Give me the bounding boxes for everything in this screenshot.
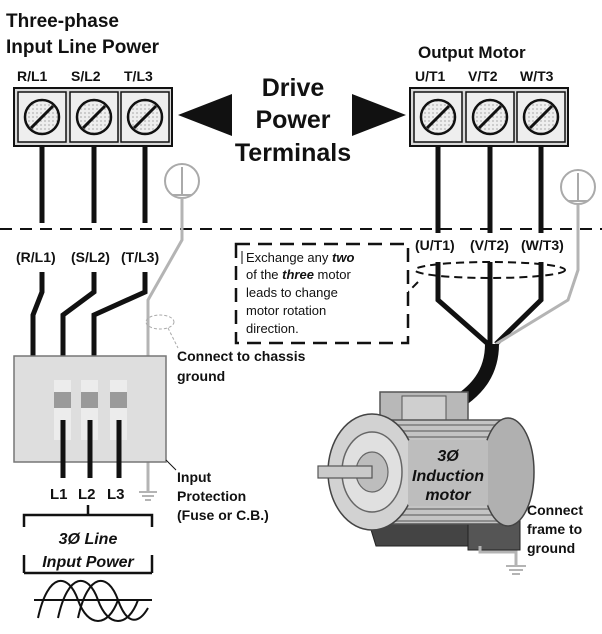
note-line5: direction. [246, 321, 299, 336]
chassis-ground-callout-ring [145, 314, 175, 330]
input-terminal-label-3: T/L3 [124, 68, 153, 84]
center-label-line3: Terminals [235, 139, 351, 167]
induction-motor [317, 391, 535, 551]
line-label-l2: L2 [78, 486, 96, 503]
rotation-note: Exchange any two of the three motor lead… [234, 242, 410, 345]
protection-leader [165, 459, 177, 471]
frame-ground-wire [478, 546, 518, 566]
note-line2: of the three motor [246, 267, 351, 282]
line-input-label-line2: Input Power [42, 554, 134, 571]
line-input-label-line1: 3Ø Line [59, 531, 118, 548]
line-label-l1: L1 [50, 486, 68, 503]
output-terminal-label-2: V/T2 [468, 68, 498, 84]
motor-label-line3: motor [425, 487, 471, 504]
chassis-ground-label-line2: ground [177, 368, 225, 384]
lead-swap-indicator [407, 261, 566, 293]
left-arrow-icon [178, 94, 232, 136]
output-ground-wire [495, 205, 580, 346]
line-label-l3: L3 [107, 486, 125, 503]
output-ground-icon [560, 169, 596, 205]
motor-label-line1: 3Ø [437, 448, 459, 465]
protection-label-line3: (Fuse or C.B.) [177, 507, 269, 523]
input-terminal-label-2: S/L2 [71, 68, 101, 84]
note-line1: Exchange any two [246, 250, 354, 265]
right-arrow-icon [352, 94, 406, 136]
center-label-line2: Power [255, 106, 330, 134]
output-terminal-block [409, 87, 569, 147]
output-wire-label-1: (U/T1) [415, 237, 455, 253]
note-line3: leads to change [246, 285, 338, 300]
chassis-ground-leader [167, 327, 179, 349]
output-wire-label-2: (V/T2) [470, 237, 509, 253]
protection-label-line1: Input [177, 469, 212, 485]
input-title-line1: Three-phase [6, 11, 119, 32]
protection-label-line2: Protection [177, 488, 246, 504]
line-input-bracket [22, 513, 154, 527]
frame-earth-icon [506, 565, 526, 575]
input-wire-label-1: (R/L1) [16, 249, 56, 265]
output-terminal-label-3: W/T3 [520, 68, 554, 84]
input-earth-icon [139, 491, 157, 501]
three-phase-sine-icon [34, 579, 152, 622]
output-title: Output Motor [418, 43, 526, 62]
input-wire-label-3: (T/L3) [121, 249, 159, 265]
input-terminal-label-1: R/L1 [17, 68, 48, 84]
frame-ground-label-line1: Connect [527, 502, 583, 518]
chassis-ground-label-line1: Connect to chassis [177, 348, 306, 364]
output-wires [435, 146, 544, 346]
frame-ground-label-line3: ground [527, 540, 575, 556]
output-wire-label-3: (W/T3) [521, 237, 564, 253]
frame-ground-label-line2: frame to [527, 521, 582, 537]
note-line4: motor rotation [246, 303, 326, 318]
input-wire-label-2: (S/L2) [71, 249, 110, 265]
center-label-line1: Drive [262, 74, 325, 102]
input-title-line2: Input Line Power [6, 37, 160, 58]
input-ground-icon [164, 163, 200, 199]
motor-label-line2: Induction [412, 468, 484, 485]
output-terminal-label-1: U/T1 [415, 68, 446, 84]
input-terminal-block [13, 87, 173, 147]
